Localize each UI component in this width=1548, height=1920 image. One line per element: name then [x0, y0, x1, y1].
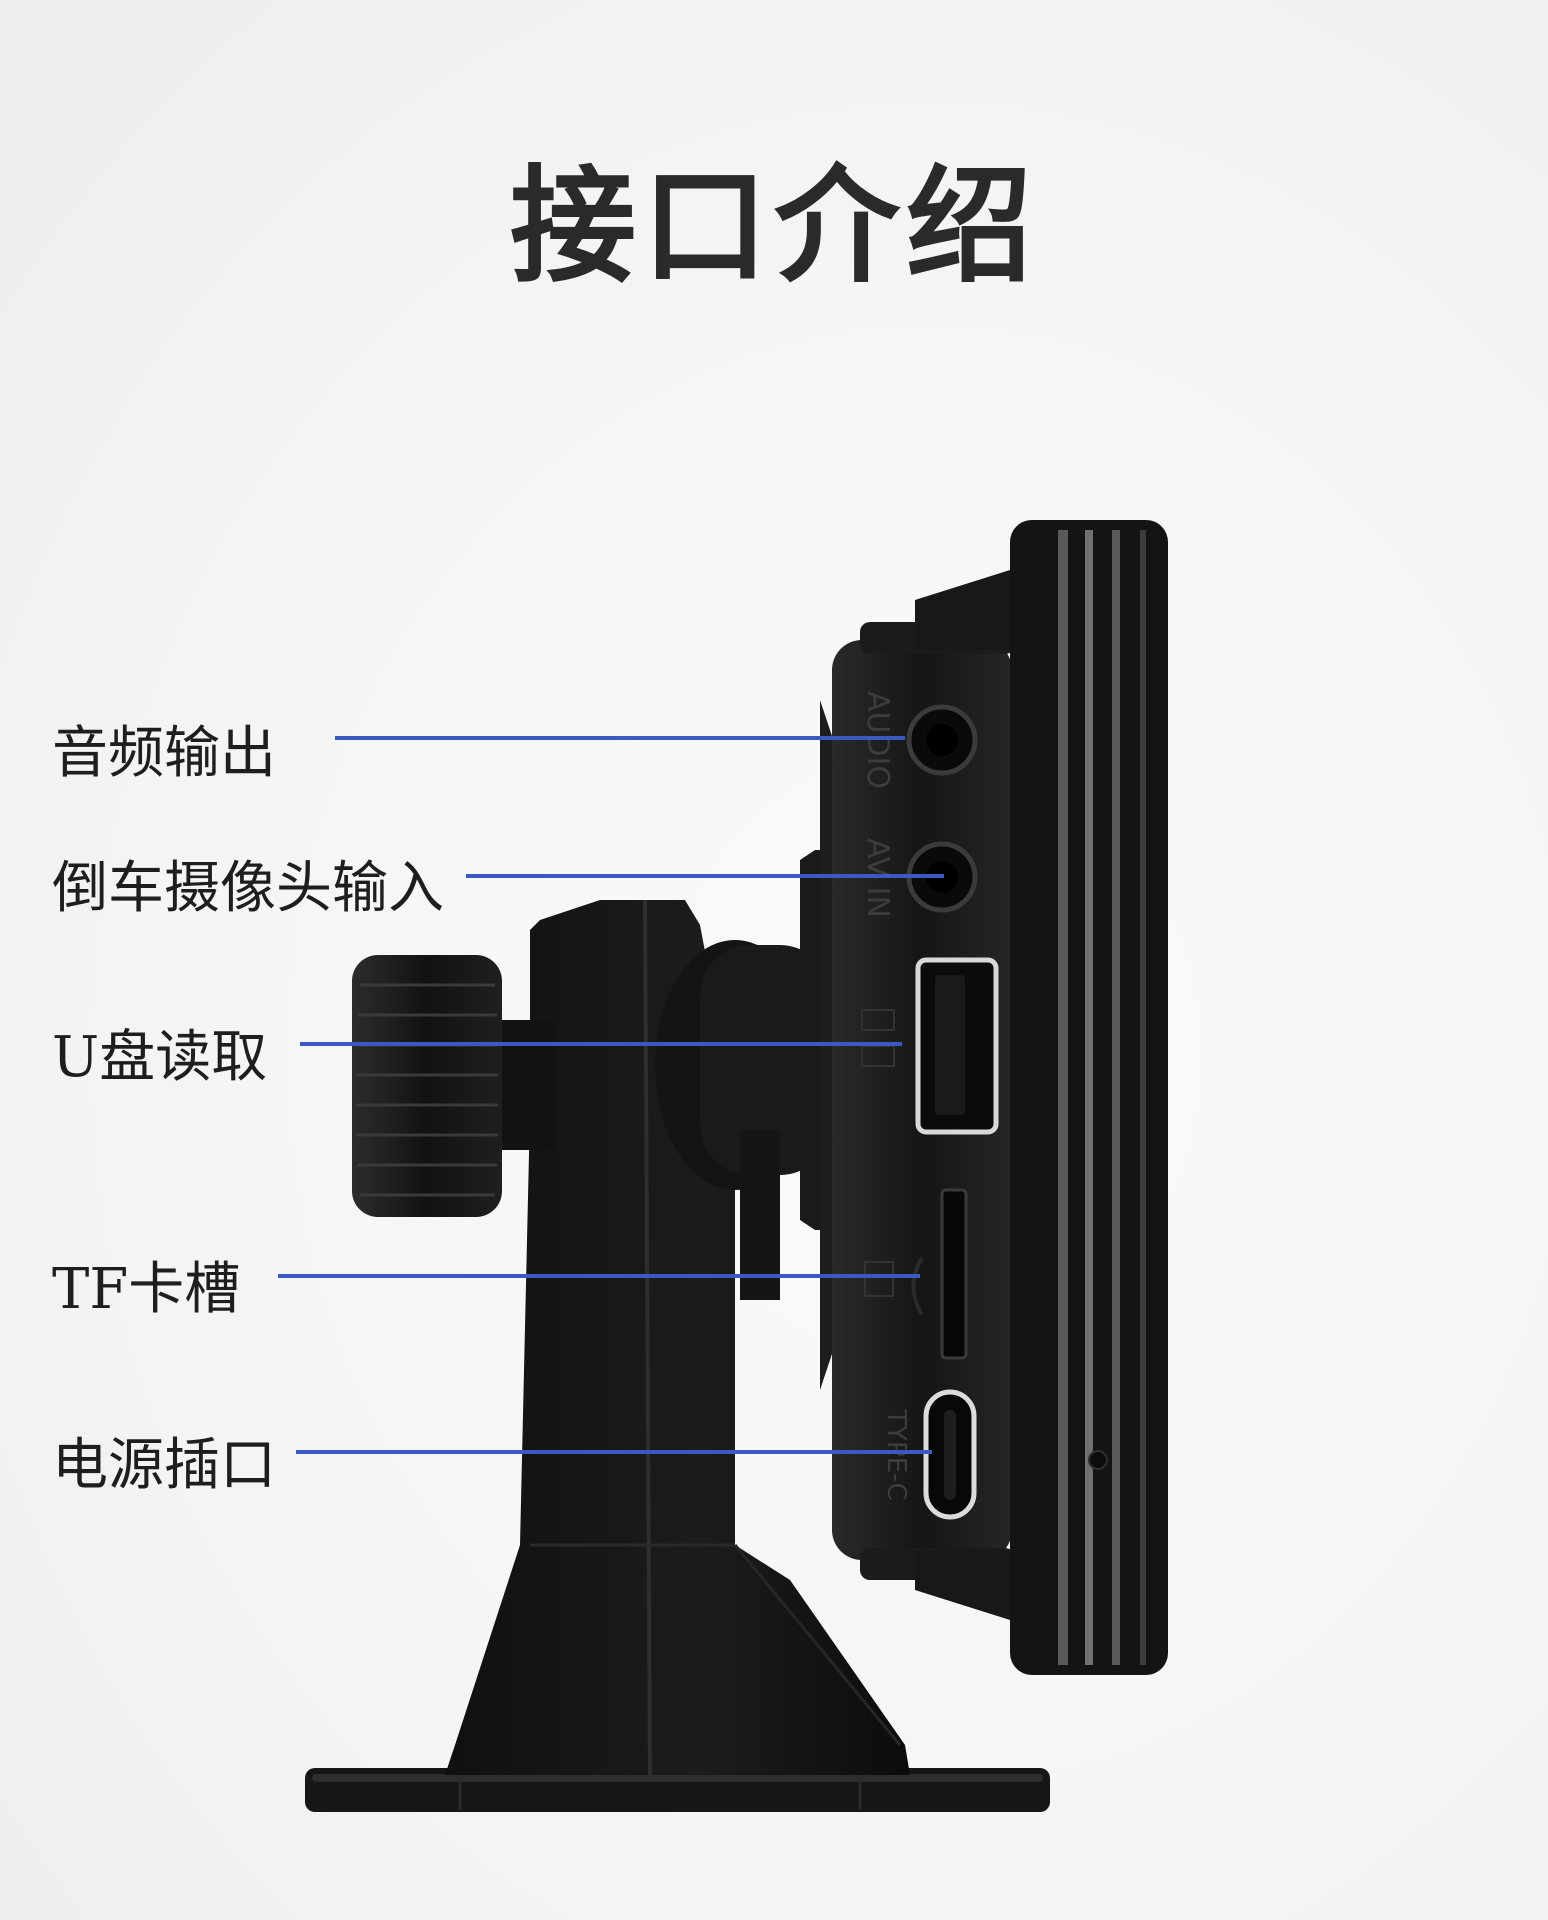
pointer-line-tf-card [278, 1274, 920, 1278]
type-c-port [923, 1389, 977, 1520]
page-title: 接口介绍 [510, 153, 1038, 300]
pointer-line-audio-out [335, 736, 905, 740]
label-tf-card: TF卡槽 [52, 1257, 241, 1322]
device-screen-bezel [1010, 520, 1168, 1675]
pointer-line-camera-in [466, 874, 944, 878]
label-audio-out: 音频输出 [52, 721, 276, 786]
pointer-line-usb [300, 1042, 902, 1046]
tf-card-slot [864, 1188, 968, 1360]
marking-av-in: AV IN [860, 838, 895, 918]
label-usb: U盘读取 [52, 1025, 268, 1090]
mount-ball-joint [655, 940, 830, 1300]
usb-port [861, 957, 999, 1135]
audio-jack [906, 704, 978, 776]
pointer-line-power [296, 1450, 932, 1454]
marking-audio: AUDIO [860, 691, 895, 789]
label-camera-in: 倒车摄像头输入 [52, 856, 444, 921]
mount-knob [352, 955, 555, 1217]
mount-base [305, 1766, 1050, 1812]
marking-type-c: TYPE-C [881, 1408, 911, 1500]
label-power: 电源插口 [52, 1433, 276, 1498]
